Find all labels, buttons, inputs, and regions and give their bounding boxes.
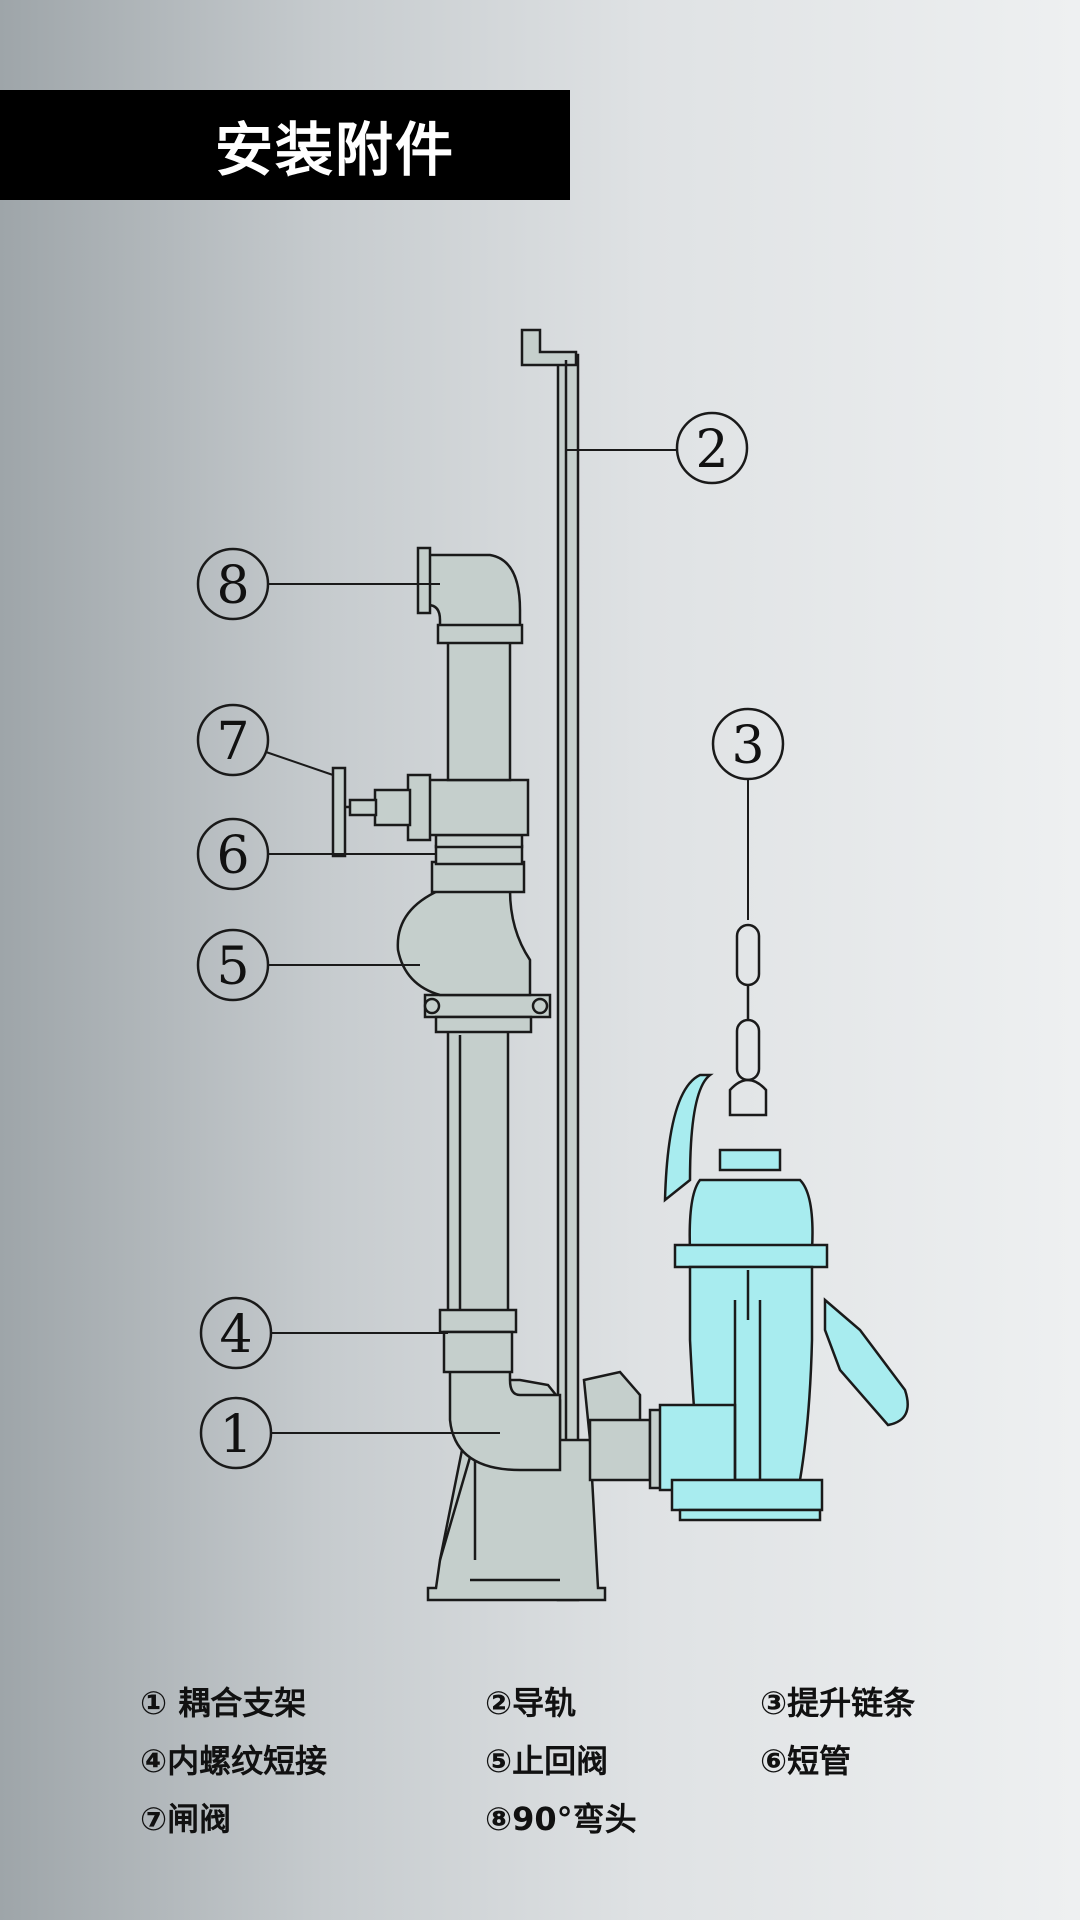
legend-item-check-valve: ⑤止回阀 <box>485 1742 609 1780</box>
callout-2: 2 <box>566 411 749 485</box>
legend-item-elbow-90: ⑧90°弯头 <box>485 1800 637 1838</box>
callout-label-8: 8 <box>216 556 249 616</box>
threaded-nipple <box>438 1028 518 1374</box>
callout-label-5: 5 <box>216 937 249 997</box>
elbow-90 <box>416 546 524 645</box>
callout-label-4: 4 <box>219 1305 252 1365</box>
callout-label-1: 1 <box>219 1405 252 1465</box>
lifting-chain <box>728 780 768 1117</box>
callout-6: 6 <box>196 817 436 891</box>
callout-7: 7 <box>196 703 334 777</box>
callout-4: 4 <box>199 1296 448 1370</box>
legend-item-gate-valve: ⑦闸阀 <box>140 1800 232 1838</box>
legend-item-lifting-chain: ③提升链条 <box>760 1684 916 1722</box>
callout-8: 8 <box>196 547 440 621</box>
legend-item-coupling-base: ① 耦合支架 <box>140 1684 307 1722</box>
callout-1: 1 <box>199 1396 500 1470</box>
installation-diagram: .ln { stroke: #1a1a1a; stroke-width: 2.5… <box>196 328 909 1602</box>
short-pipe <box>434 833 524 866</box>
upper-pipe <box>446 638 512 782</box>
pipe-flange <box>423 993 552 1034</box>
page-title: 安装附件 <box>215 116 456 184</box>
submersible-pump <box>658 1073 909 1522</box>
callout-label-2: 2 <box>695 420 728 480</box>
check-valve <box>396 860 532 997</box>
lower-elbow <box>448 1368 562 1472</box>
callout-label-6: 6 <box>216 826 249 886</box>
callout-3: 3 <box>711 707 785 781</box>
legend-item-short-pipe: ⑥短管 <box>760 1742 852 1780</box>
callout-label-3: 3 <box>731 716 764 776</box>
legend-item-threaded-nipple: ④内螺纹短接 <box>140 1742 328 1780</box>
title-bar: 安装附件 <box>0 90 570 200</box>
legend-item-guide-rail: ②导轨 <box>485 1684 577 1722</box>
callout-5: 5 <box>196 928 420 1002</box>
legend: ① 耦合支架 ②导轨 ③提升链条 ④内螺纹短接 ⑤止回阀 ⑥短管 ⑦闸阀 ⑧90… <box>0 1670 1080 1870</box>
gate-valve <box>331 766 530 858</box>
callout-label-7: 7 <box>216 712 249 772</box>
